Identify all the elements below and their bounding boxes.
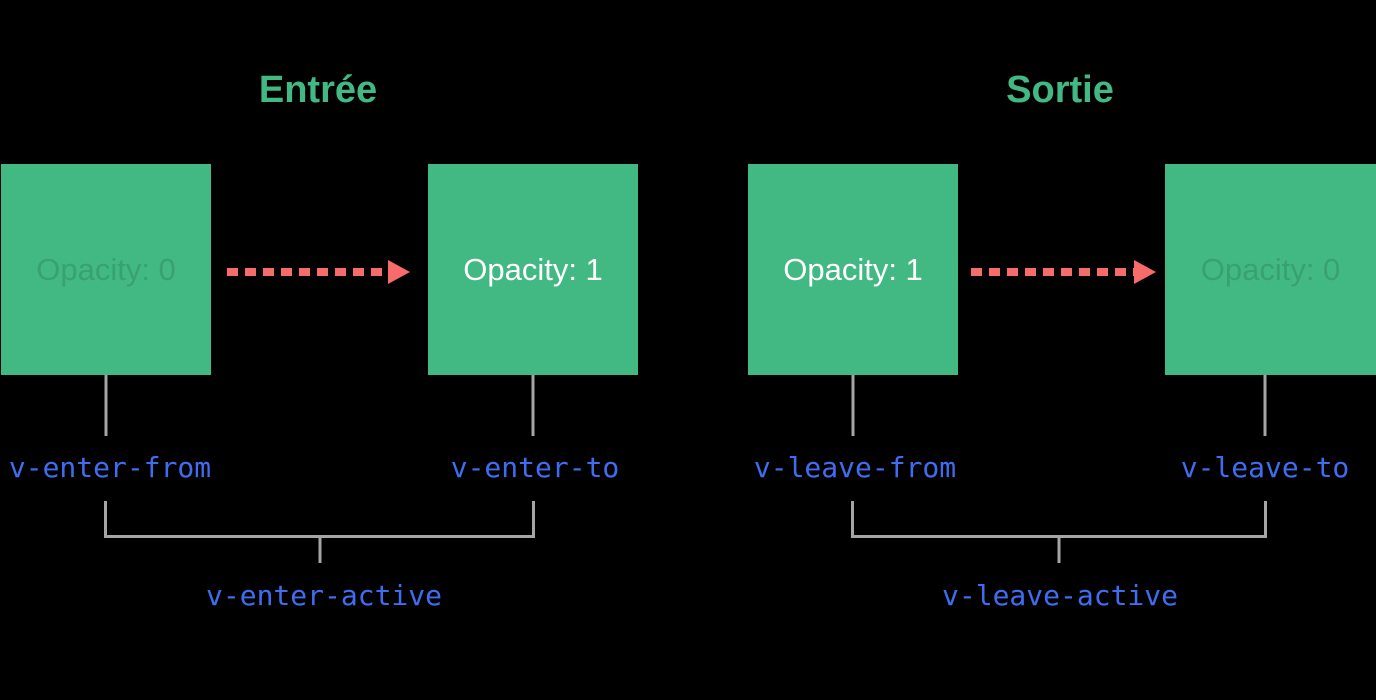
- leave-from-opacity-value: Opacity: 1: [783, 251, 923, 287]
- enter-to-state-box: Opacity: 1: [428, 164, 638, 375]
- leave-active-bracket-stem: [1057, 538, 1061, 563]
- leave-phase-title: Sortie: [1006, 69, 1114, 111]
- leave-to-state-box: Opacity: 0: [1165, 164, 1376, 375]
- enter-to-class-label: v-enter-to: [450, 451, 620, 484]
- enter-arrow-dashed-line: [227, 268, 390, 276]
- leave-from-state-box: Opacity: 1: [748, 164, 958, 375]
- leave-to-connector-line: [1263, 375, 1267, 436]
- enter-active-bracket-stem: [318, 538, 322, 563]
- enter-active-bracket: [104, 501, 535, 538]
- leave-to-class-label: v-leave-to: [1180, 451, 1350, 484]
- leave-active-bracket: [851, 501, 1267, 538]
- enter-to-connector-line: [531, 375, 535, 436]
- enter-active-class-label: v-enter-active: [205, 579, 443, 612]
- enter-from-class-label: v-enter-from: [8, 451, 212, 484]
- enter-from-opacity-value: Opacity: 0: [36, 251, 176, 287]
- enter-from-connector-line: [104, 375, 108, 436]
- leave-to-opacity-value: Opacity: 0: [1200, 251, 1341, 287]
- leave-from-class-label: v-leave-from: [753, 451, 957, 484]
- leave-from-connector-line: [851, 375, 855, 436]
- enter-from-state-box: Opacity: 0: [1, 164, 211, 375]
- enter-phase-title: Entrée: [258, 69, 378, 111]
- enter-arrow-head-icon: [388, 260, 410, 284]
- leave-arrow-dashed-line: [971, 268, 1134, 276]
- leave-active-class-label: v-leave-active: [941, 579, 1179, 612]
- enter-to-opacity-value: Opacity: 1: [463, 251, 603, 287]
- leave-arrow-head-icon: [1134, 260, 1156, 284]
